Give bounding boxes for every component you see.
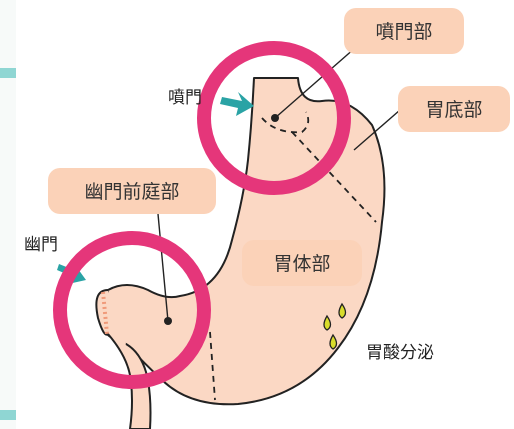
cardia-dot	[271, 114, 279, 122]
acid-secretion-label: 胃酸分泌	[366, 343, 434, 363]
antrum-tag: 幽門前庭部	[48, 168, 216, 214]
fundus-tag-text: 胃底部	[425, 99, 482, 121]
region-boundaries	[209, 111, 377, 401]
cardia-tag: 噴門部	[344, 8, 464, 54]
cardia-highlight-ring	[197, 41, 351, 195]
cardia-leader	[274, 47, 356, 119]
cardia-arrow-label: 噴門	[168, 88, 202, 108]
antrum-dot	[164, 317, 172, 325]
pylorus-highlight-ring	[53, 231, 211, 389]
pylorus-sphincter	[101, 291, 109, 335]
antrum-tag-text: 幽門前庭部	[84, 181, 179, 203]
left-decorative-strip	[0, 0, 16, 429]
pylorus-arrow-label: 幽門	[24, 235, 58, 255]
antrum-leader	[157, 213, 169, 322]
fundus-tag: 胃底部	[398, 86, 510, 132]
acid-secretion-drops	[323, 302, 347, 350]
body-tag: 胃体部	[242, 240, 362, 286]
body-tag-text: 胃体部	[273, 253, 330, 275]
fundus-leader	[353, 109, 401, 151]
cardia-arrow-icon	[220, 92, 254, 116]
cardia-tag-text: 噴門部	[375, 21, 432, 43]
